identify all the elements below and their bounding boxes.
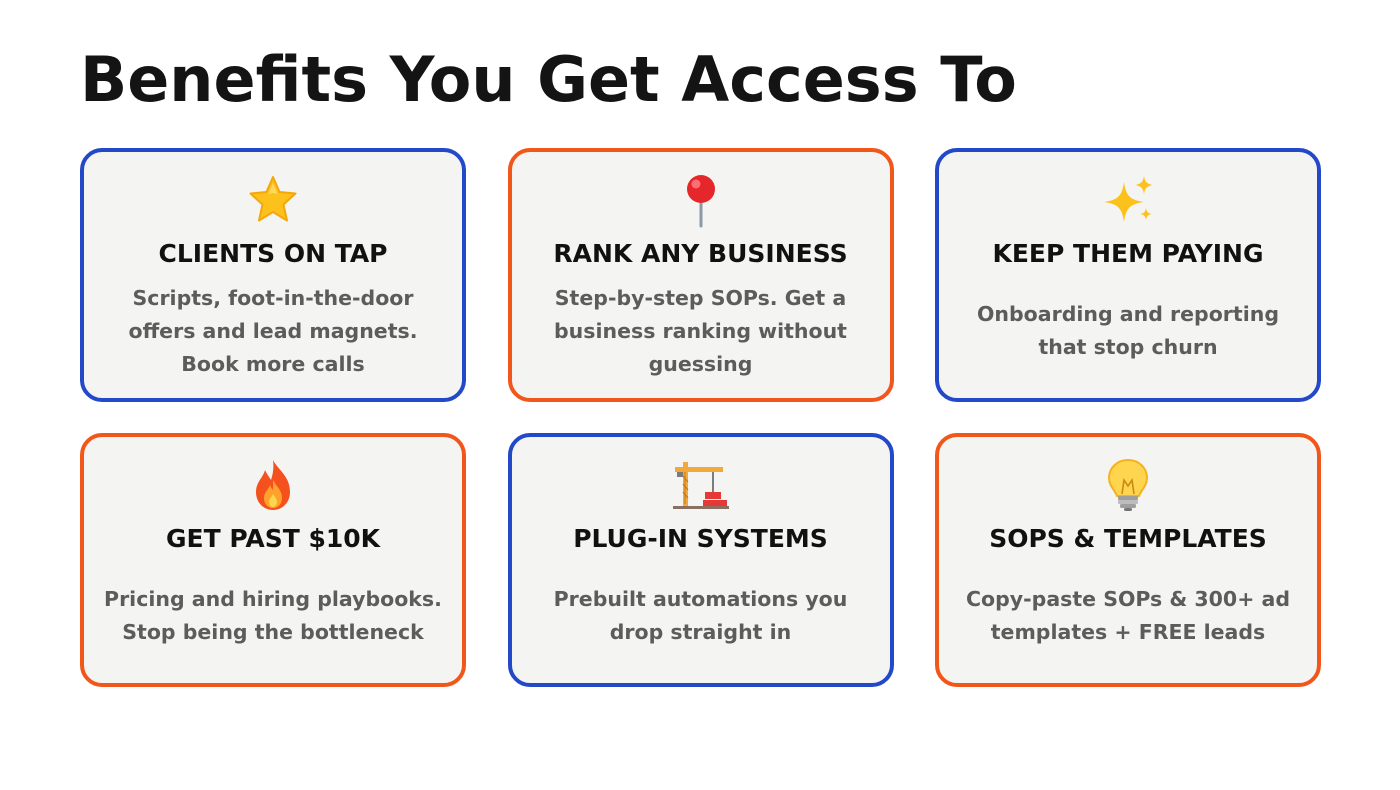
card-description: Prebuilt automations you drop straight i… — [526, 561, 876, 671]
benefit-card-plug-in-systems: PLUG-IN SYSTEMS Prebuilt automations you… — [507, 433, 894, 687]
card-title: RANK ANY BUSINESS — [553, 239, 848, 268]
card-description-text: Prebuilt automations you drop straight i… — [553, 587, 848, 644]
benefit-card-sops-templates: SOPS & TEMPLATES Copy-paste SOPs & 300+ … — [935, 433, 1321, 687]
card-description: Step-by-step SOPs. Get a business rankin… — [526, 276, 876, 386]
card-description-text: Step-by-step SOPs. Get a business rankin… — [554, 285, 847, 376]
card-description: Scripts, foot-in-the-door offers and lea… — [98, 276, 448, 386]
benefit-card-keep-them-paying: KEEP THEM PAYING Onboarding and reportin… — [935, 148, 1321, 402]
card-title: GET PAST $10K — [165, 524, 381, 553]
page-title: Benefits You Get Access To — [80, 43, 1017, 116]
pushpin-icon — [512, 174, 890, 228]
lightbulb-icon — [939, 458, 1317, 511]
card-description: Onboarding and reporting that stop churn — [953, 276, 1303, 386]
card-title: CLIENTS ON TAP — [158, 239, 388, 268]
card-description: Copy-paste SOPs & 300+ ad templates + FR… — [953, 561, 1303, 671]
card-title: PLUG-IN SYSTEMS — [573, 524, 828, 553]
card-description-text: Onboarding and reporting that stop churn — [976, 302, 1280, 359]
sparkles-icon — [939, 174, 1317, 226]
card-description-text: Scripts, foot-in-the-door offers and lea… — [128, 285, 418, 376]
star-icon — [84, 174, 462, 226]
benefit-card-get-past-10k: GET PAST $10K Pricing and hiring playboo… — [80, 433, 466, 687]
benefit-card-clients-on-tap: CLIENTS ON TAP Scripts, foot-in-the-door… — [80, 148, 466, 402]
card-description-text: Copy-paste SOPs & 300+ ad templates + FR… — [965, 587, 1291, 644]
crane-icon — [512, 459, 890, 511]
benefits-grid: CLIENTS ON TAP Scripts, foot-in-the-door… — [80, 148, 1321, 687]
card-title: SOPS & TEMPLATES — [989, 524, 1267, 553]
fire-icon — [84, 459, 462, 511]
benefit-card-rank-any-business: RANK ANY BUSINESS Step-by-step SOPs. Get… — [507, 148, 894, 402]
card-description: Pricing and hiring playbooks. Stop being… — [98, 561, 448, 671]
card-title: KEEP THEM PAYING — [992, 239, 1264, 268]
card-description-text: Pricing and hiring playbooks. Stop being… — [104, 587, 442, 644]
